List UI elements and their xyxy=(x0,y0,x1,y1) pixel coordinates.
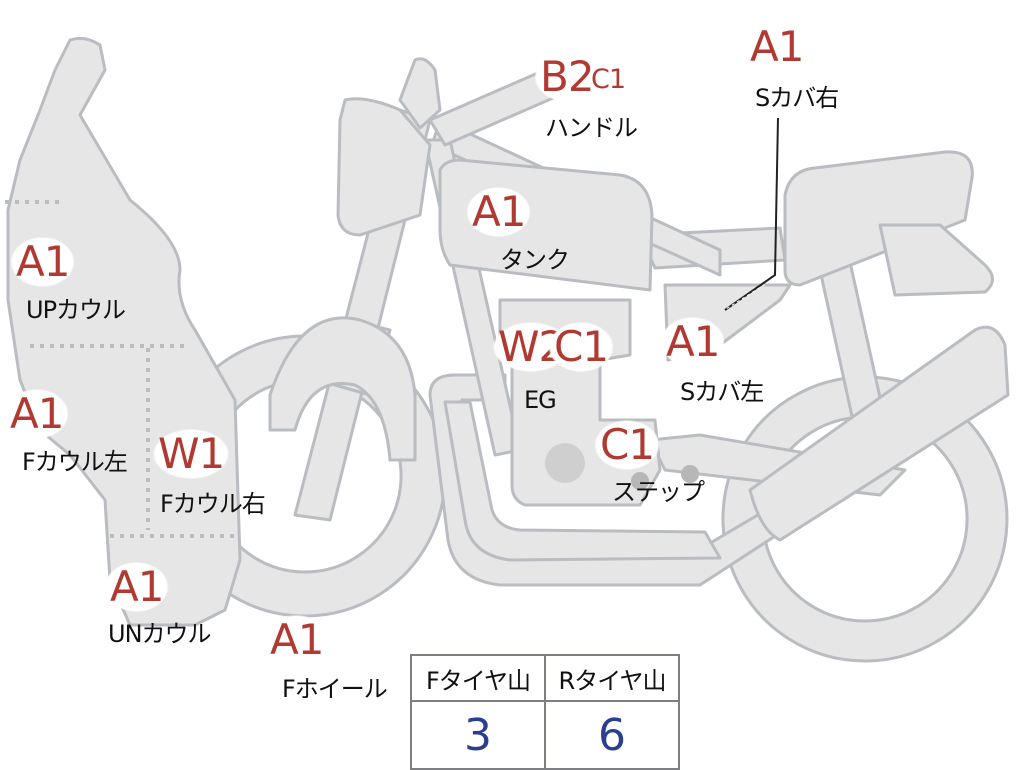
tire-tread-table: Fタイヤ山 Rタイヤ山 3 6 xyxy=(410,654,680,770)
engine-cover xyxy=(545,443,585,483)
label-handle: ハンドル xyxy=(545,114,638,142)
headlight xyxy=(336,97,432,237)
label-tank: タンク xyxy=(500,246,570,274)
label-f-wheel: Fホイール xyxy=(282,675,388,703)
rear-tire-tread-header: Rタイヤ山 xyxy=(544,654,680,702)
grade-tank: A1 xyxy=(464,185,534,239)
grade-s-cover-left: A1 xyxy=(658,315,728,369)
grade-engine-secondary: C1 xyxy=(546,320,617,374)
label-s-cover-right: Sカバ右 xyxy=(755,84,839,112)
rear-muffler xyxy=(748,325,1010,542)
label-un-cowl: UNカウル xyxy=(108,620,212,648)
exhaust-pipe-lower xyxy=(443,400,722,562)
label-f-cowl-right: Fカウル右 xyxy=(160,490,266,518)
tail-cowl xyxy=(878,223,994,297)
grade-f-wheel: A1 xyxy=(262,613,332,667)
grade-s-cover-right: A1 xyxy=(742,20,812,74)
front-fender xyxy=(268,316,417,462)
front-tire-tread-header: Fタイヤ山 xyxy=(410,654,546,702)
label-up-cowl: UPカウル xyxy=(26,296,126,324)
grade-handle: B2 xyxy=(532,50,602,104)
rear-tire-tread-value: 6 xyxy=(544,700,680,770)
footpeg-2 xyxy=(681,465,699,483)
grade-un-cowl: A1 xyxy=(102,560,172,614)
grade-f-cowl-right: W1 xyxy=(150,427,233,481)
label-s-cover-left: Sカバ左 xyxy=(680,378,764,406)
label-engine: EG xyxy=(524,386,557,414)
leader-line-dash xyxy=(725,277,776,310)
grade-up-cowl: A1 xyxy=(8,235,78,289)
leader-line xyxy=(724,117,779,311)
grade-step: C1 xyxy=(592,418,663,472)
grade-handle-secondary: C1 xyxy=(587,63,630,96)
front-tire-tread-value: 3 xyxy=(410,700,546,770)
label-f-cowl-left: Fカウル左 xyxy=(22,448,128,476)
seat xyxy=(783,150,974,287)
mirror xyxy=(398,57,442,130)
label-step: ステップ xyxy=(612,478,705,506)
footpeg xyxy=(631,472,649,490)
grade-f-cowl-left: A1 xyxy=(2,387,72,441)
